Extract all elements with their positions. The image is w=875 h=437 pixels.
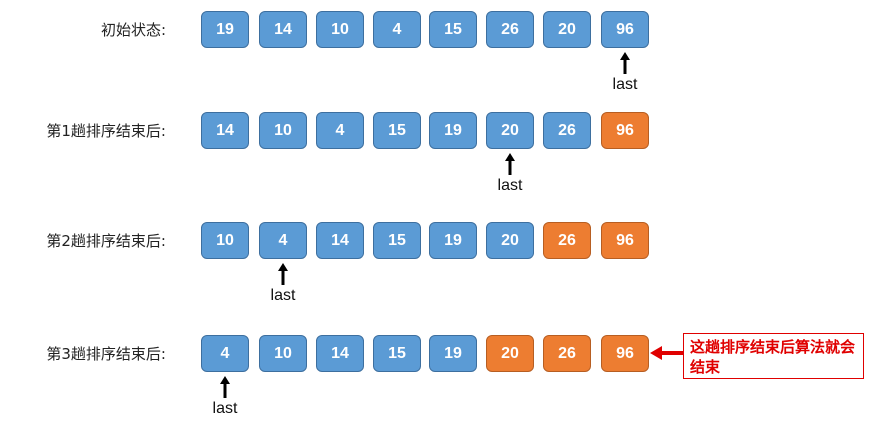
value-box: 19 [429, 222, 477, 259]
sorted-value-box: 96 [601, 222, 649, 259]
value-box: 14 [316, 222, 364, 259]
value-box: 26 [486, 11, 534, 48]
value-box: 10 [259, 112, 307, 149]
value-box: 10 [259, 335, 307, 372]
last-pointer: last [205, 376, 245, 418]
sorted-value-box: 26 [543, 222, 591, 259]
last-label: last [270, 287, 296, 304]
value-box: 4 [201, 335, 249, 372]
last-label: last [212, 400, 238, 417]
last-pointer: last [605, 52, 645, 94]
value-box: 14 [201, 112, 249, 149]
value-box: 15 [373, 112, 421, 149]
value-box: 19 [429, 112, 477, 149]
row-label: 第3趟排序结束后: [46, 345, 166, 363]
row-label: 初始状态: [100, 21, 166, 39]
sorted-value-box: 20 [486, 335, 534, 372]
value-box: 15 [429, 11, 477, 48]
row-label: 第1趟排序结束后: [46, 122, 166, 140]
value-box: 14 [316, 335, 364, 372]
value-box: 4 [316, 112, 364, 149]
end-note-text: 这趟排序结束后算法就会结束 [690, 338, 856, 376]
sorted-value-box: 26 [543, 335, 591, 372]
value-box: 20 [543, 11, 591, 48]
value-box: 15 [373, 335, 421, 372]
up-arrow-icon [505, 153, 515, 175]
value-box: 19 [201, 11, 249, 48]
value-box: 14 [259, 11, 307, 48]
last-label: last [612, 76, 638, 93]
sorted-value-box: 96 [601, 335, 649, 372]
value-box: 26 [543, 112, 591, 149]
value-box: 10 [316, 11, 364, 48]
end-note: 这趟排序结束后算法就会结束 [683, 333, 864, 379]
last-pointer: last [263, 263, 303, 305]
value-box: 19 [429, 335, 477, 372]
value-box: 4 [259, 222, 307, 259]
last-label: last [497, 177, 523, 194]
row-label: 第2趟排序结束后: [46, 232, 166, 250]
sorted-value-box: 96 [601, 112, 649, 149]
value-box: 10 [201, 222, 249, 259]
up-arrow-icon [620, 52, 630, 74]
value-box: 4 [373, 11, 421, 48]
value-box: 20 [486, 112, 534, 149]
value-box: 15 [373, 222, 421, 259]
value-box: 96 [601, 11, 649, 48]
last-pointer: last [490, 153, 530, 195]
note-arrow [650, 346, 684, 360]
value-box: 20 [486, 222, 534, 259]
up-arrow-icon [278, 263, 288, 285]
up-arrow-icon [220, 376, 230, 398]
